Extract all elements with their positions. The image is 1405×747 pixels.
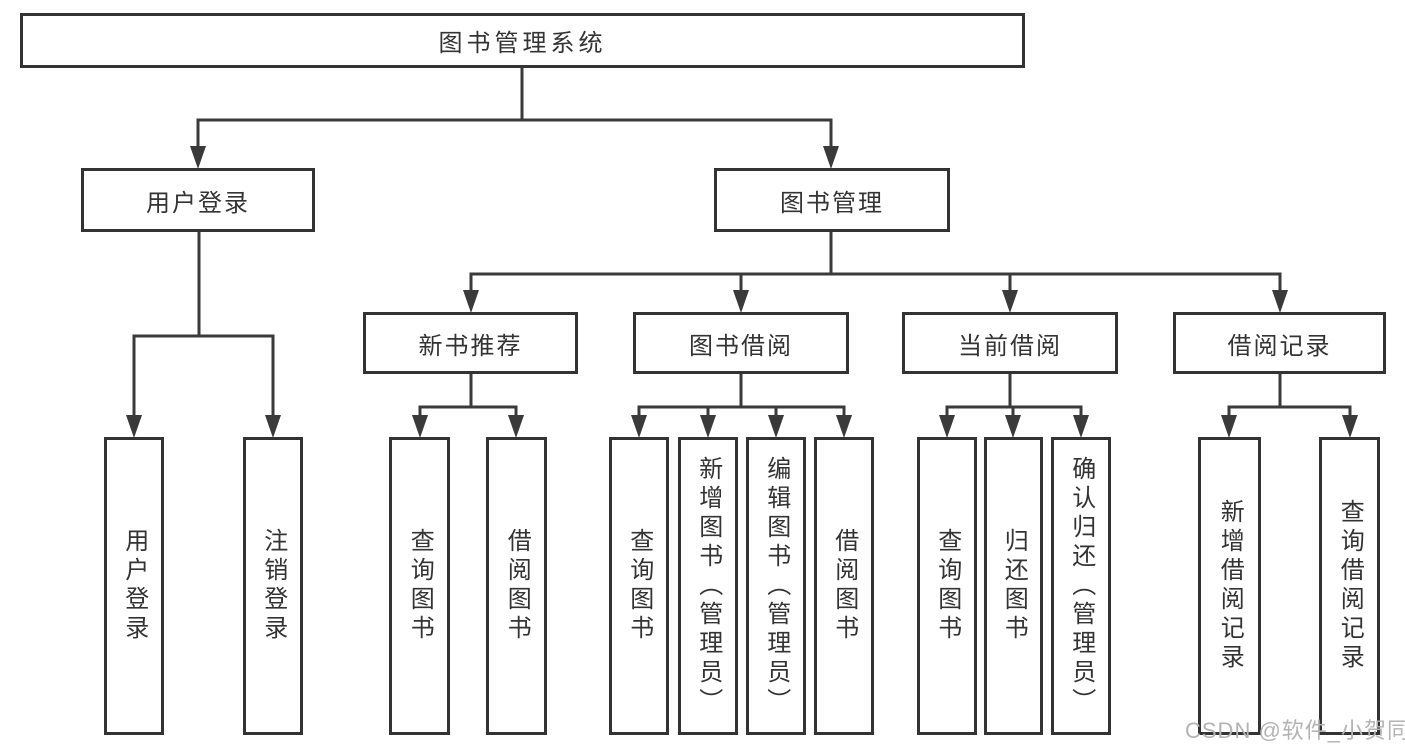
node-bb-borrow-books: 借阅图书 xyxy=(814,437,874,735)
node-root: 图书管理系统 xyxy=(20,13,1025,68)
node-current-borrowing-label: 当前借阅 xyxy=(958,332,1062,360)
node-bb-borrow-books-label: 借阅图书 xyxy=(830,528,858,644)
connector-book-borrowing-split xyxy=(631,370,852,438)
node-user-login: 用户登录 xyxy=(81,168,315,232)
node-br-add-borrow-record-label: 新增借阅记录 xyxy=(1216,499,1244,673)
node-nbr-query-books-label: 查询图书 xyxy=(406,528,434,644)
node-bb-edit-books-admin-label: 编辑图书（管理员） xyxy=(762,455,790,717)
node-cb-return-books: 归还图书 xyxy=(984,437,1043,735)
node-cb-confirm-return-admin-label: 确认归还（管理员） xyxy=(1067,455,1095,717)
watermark: CSDN @软件_小贺同学 xyxy=(1185,718,1405,743)
node-bb-add-books-admin: 新增图书（管理员） xyxy=(678,437,738,735)
node-book-management-label: 图书管理 xyxy=(780,189,884,217)
node-br-query-borrow-record-label: 查询借阅记录 xyxy=(1336,499,1364,673)
node-cb-query-books: 查询图书 xyxy=(917,437,977,735)
node-nbr-borrow-books: 借阅图书 xyxy=(486,437,547,735)
node-new-book-recommendation-label: 新书推荐 xyxy=(418,332,523,360)
node-nbr-borrow-books-label: 借阅图书 xyxy=(503,528,531,644)
node-cb-confirm-return-admin: 确认归还（管理员） xyxy=(1051,437,1111,735)
node-bb-edit-books-admin: 编辑图书（管理员） xyxy=(746,437,806,735)
node-user-login-label: 用户登录 xyxy=(146,189,250,217)
node-book-borrowing: 图书借阅 xyxy=(633,312,849,374)
node-new-book-recommendation: 新书推荐 xyxy=(363,312,578,374)
node-leaf-logout: 注销登录 xyxy=(243,437,303,735)
node-borrowing-records-label: 借阅记录 xyxy=(1227,332,1332,360)
node-leaf-user-login-label: 用户登录 xyxy=(120,528,148,644)
node-br-query-borrow-record: 查询借阅记录 xyxy=(1319,437,1380,735)
node-bb-add-books-admin-label: 新增图书（管理员） xyxy=(694,455,722,717)
node-book-management: 图书管理 xyxy=(714,168,950,232)
connector-current-borrowing-split xyxy=(939,370,1089,438)
connector-book-management-split xyxy=(463,228,1288,313)
node-leaf-user-login: 用户登录 xyxy=(104,437,164,735)
node-br-add-borrow-record: 新增借阅记录 xyxy=(1198,437,1261,735)
connector-new-book-recommendation-split xyxy=(412,370,524,438)
node-bb-query-books: 查询图书 xyxy=(609,437,669,735)
node-cb-return-books-label: 归还图书 xyxy=(1000,528,1028,644)
connector-borrowing-records-split xyxy=(1221,370,1358,438)
node-bb-query-books-label: 查询图书 xyxy=(625,528,653,644)
node-book-borrowing-label: 图书借阅 xyxy=(689,332,793,360)
node-cb-query-books-label: 查询图书 xyxy=(933,528,961,644)
node-nbr-query-books: 查询图书 xyxy=(389,437,450,735)
connector-user-login-split xyxy=(126,228,281,438)
node-borrowing-records: 借阅记录 xyxy=(1173,312,1386,374)
connector-root-split xyxy=(190,65,839,169)
node-leaf-logout-label: 注销登录 xyxy=(259,528,287,644)
node-root-label: 图书管理系统 xyxy=(438,30,607,57)
node-current-borrowing: 当前借阅 xyxy=(902,312,1118,374)
